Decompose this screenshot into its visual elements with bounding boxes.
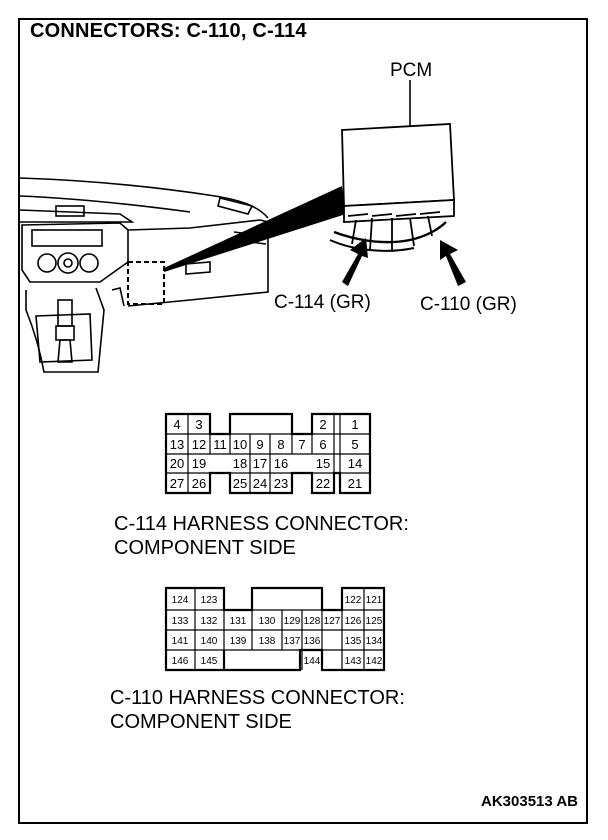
c114-pin-15: 15 xyxy=(316,456,330,471)
c114-pin-9: 9 xyxy=(256,437,263,452)
c114-pin-5: 5 xyxy=(351,437,358,452)
c110-pin-141: 141 xyxy=(172,636,189,647)
dashboard-illustration xyxy=(19,177,269,373)
c114-pin-3: 3 xyxy=(195,417,202,432)
c114-caption: C-114 HARNESS CONNECTOR: COMPONENT SIDE xyxy=(114,512,409,560)
c110-pin-121: 121 xyxy=(366,595,383,606)
c114-pin-19: 19 xyxy=(192,456,206,471)
c110-pin-123: 123 xyxy=(201,595,218,606)
c110-color-label: C-110 (GR) xyxy=(420,294,517,315)
c114-pin-21: 21 xyxy=(348,476,362,491)
c114-caption-line2: COMPONENT SIDE xyxy=(114,537,296,559)
c114-pin-4: 4 xyxy=(173,417,180,432)
c114-pin-2: 2 xyxy=(319,417,326,432)
c110-caption-line2: COMPONENT SIDE xyxy=(110,711,292,733)
c110-pin-132: 132 xyxy=(201,616,218,627)
c114-pin-23: 23 xyxy=(274,476,288,491)
c110-pin-133: 133 xyxy=(172,616,189,627)
c110-pin-135: 135 xyxy=(345,636,362,647)
c110-pin-122: 122 xyxy=(345,595,362,606)
c110-caption-line1: C-110 HARNESS CONNECTOR: xyxy=(110,687,405,709)
c110-pin-139: 139 xyxy=(230,636,247,647)
c110-pin-128: 128 xyxy=(304,616,321,627)
c114-pin-1: 1 xyxy=(351,417,358,432)
c110-pin-124: 124 xyxy=(172,595,189,606)
c114-pin-labels: 4 3 2 1 13 12 11 10 9 8 7 6 5 20 19 18 1… xyxy=(170,417,362,491)
c114-pin-10: 10 xyxy=(233,437,247,452)
figure-id: AK303513 AB xyxy=(481,793,578,810)
c114-pin-24: 24 xyxy=(253,476,267,491)
c114-pin-6: 6 xyxy=(319,437,326,452)
c110-pin-136: 136 xyxy=(304,636,321,647)
c110-pin-138: 138 xyxy=(259,636,276,647)
c110-pin-125: 125 xyxy=(366,616,383,627)
c114-pin-11: 11 xyxy=(213,437,227,452)
c110-pin-127: 127 xyxy=(324,616,341,627)
c110-cell-grid xyxy=(166,588,384,670)
c114-pin-22: 22 xyxy=(316,476,330,491)
c114-arrow xyxy=(342,238,368,286)
c110-pin-144: 144 xyxy=(304,656,321,667)
c110-pin-134: 134 xyxy=(366,636,383,647)
c110-pin-126: 126 xyxy=(345,616,362,627)
c110-pin-146: 146 xyxy=(172,656,189,667)
c110-pin-131: 131 xyxy=(230,616,247,627)
c114-pin-27: 27 xyxy=(170,476,184,491)
c110-pin-130: 130 xyxy=(259,616,276,627)
c114-color-label: C-114 (GR) xyxy=(274,292,371,313)
c114-pin-12: 12 xyxy=(192,437,206,452)
pcm-unit xyxy=(329,123,455,252)
c114-pin-18: 18 xyxy=(233,456,247,471)
c110-pin-145: 145 xyxy=(201,656,218,667)
c114-pin-8: 8 xyxy=(277,437,284,452)
c114-pin-20: 20 xyxy=(170,456,184,471)
c110-caption: C-110 HARNESS CONNECTOR: COMPONENT SIDE xyxy=(110,686,405,734)
c110-pin-137: 137 xyxy=(284,636,301,647)
c114-pin-7: 7 xyxy=(298,437,305,452)
c110-pin-142: 142 xyxy=(366,656,383,667)
c114-pin-26: 26 xyxy=(192,476,206,491)
c110-pin-140: 140 xyxy=(201,636,218,647)
c114-caption-line1: C-114 HARNESS CONNECTOR: xyxy=(114,513,409,535)
page-title: CONNECTORS: C-110, C-114 xyxy=(30,20,307,42)
pcm-location-marker xyxy=(127,261,165,305)
c110-pin-labels: 124 123 122 121 133 132 131 130 129 128 … xyxy=(172,595,383,667)
c114-pin-13: 13 xyxy=(170,437,184,452)
pcm-label: PCM xyxy=(390,60,433,81)
c110-pin-129: 129 xyxy=(284,616,301,627)
c114-pin-16: 16 xyxy=(274,456,288,471)
c114-pin-25: 25 xyxy=(233,476,247,491)
c114-pin-17: 17 xyxy=(253,456,267,471)
pcm-callout-wedge xyxy=(164,186,346,272)
c114-pin-14: 14 xyxy=(348,456,362,471)
diagram-frame xyxy=(18,18,588,824)
c110-connector xyxy=(164,586,386,672)
c110-pin-143: 143 xyxy=(345,656,362,667)
c114-cell-grid xyxy=(166,414,370,493)
c110-arrow xyxy=(440,240,466,286)
